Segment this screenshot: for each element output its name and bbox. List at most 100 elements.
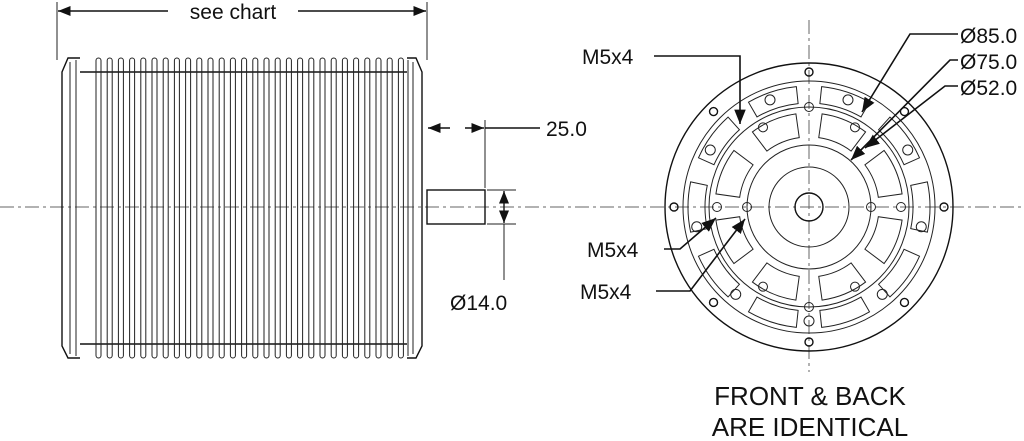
- inner-slot: [715, 149, 754, 198]
- m5-hole: [730, 288, 742, 300]
- note-line-2: ARE IDENTICAL: [712, 412, 909, 441]
- mounting-hole: [804, 67, 814, 77]
- cooling-fin: [252, 57, 259, 359]
- outer-slot: [819, 86, 871, 118]
- hole-label-low: M5x4: [580, 281, 632, 304]
- m5-hole-inner: [712, 202, 722, 212]
- m5-hole-vertical: [804, 102, 814, 112]
- cooling-fin: [375, 57, 382, 359]
- inner-slot: [818, 262, 867, 301]
- outer-slot: [877, 248, 921, 298]
- m5-hole-hub: [866, 202, 876, 212]
- outer-slot: [747, 86, 799, 118]
- m5-hole-inner: [896, 202, 906, 212]
- hole-label-mid: M5x4: [587, 239, 639, 262]
- outer-slot: [819, 296, 871, 328]
- diameter-middle-leader: [850, 59, 958, 161]
- m5-hole-vertical: [804, 302, 814, 312]
- outer-slot: [747, 296, 799, 328]
- inner-slot: [864, 216, 903, 265]
- inner-slot: [751, 113, 800, 152]
- note-line-1: FRONT & BACK: [714, 381, 906, 411]
- diameter-52-circle: [746, 144, 872, 270]
- cooling-fin: [229, 57, 236, 359]
- cooling-fins: [95, 57, 404, 359]
- m5-hole: [704, 144, 716, 156]
- cooling-fin: [95, 57, 102, 359]
- side-view: see chart 25.0 Ø14.0: [56, 1, 587, 359]
- inner-slot: [864, 149, 903, 198]
- cooling-fin: [386, 57, 393, 359]
- m5-hole-inner: [758, 281, 768, 292]
- cooling-fin: [106, 57, 113, 359]
- diameter-75-circle: [708, 106, 910, 308]
- length-label: see chart: [190, 1, 277, 24]
- shaft-diameter-label: Ø14.0: [450, 292, 507, 315]
- cooling-fin: [185, 57, 192, 359]
- cooling-fin: [151, 57, 158, 359]
- cooling-fin: [218, 57, 225, 359]
- diameter-middle-label: Ø75.0: [960, 51, 1017, 74]
- cooling-fin: [274, 57, 281, 359]
- outer-slot: [697, 116, 741, 166]
- hole-leader-mid: [664, 217, 717, 250]
- shaft-hole-circle: [794, 192, 824, 222]
- m5-hole: [764, 94, 776, 106]
- hole-leader-top: [654, 55, 746, 124]
- shaft-length-label: 25.0: [546, 118, 587, 141]
- shaft: [426, 189, 486, 225]
- hole-leader-low: [656, 218, 746, 292]
- cooling-fin: [397, 57, 404, 359]
- cooling-fin: [196, 57, 203, 359]
- cooling-fin: [162, 57, 169, 359]
- m5-hole-hub: [742, 202, 752, 212]
- hub-ring-circle: [768, 166, 850, 248]
- diameter-outer-leader: [861, 33, 958, 113]
- m5-hole: [876, 288, 888, 300]
- cooling-fin: [140, 57, 147, 359]
- right-end-cap: [407, 57, 423, 359]
- hole-label-top: M5x4: [582, 46, 634, 69]
- diameter-85-circle: [682, 80, 936, 334]
- m5-hole-inner: [850, 281, 860, 292]
- outer-slot: [877, 116, 921, 166]
- m5-hole: [691, 221, 703, 233]
- cooling-fin: [263, 57, 270, 359]
- m5-hole: [842, 94, 854, 106]
- left-end-cap: [61, 57, 80, 359]
- diameter-inner-label: Ø52.0: [960, 77, 1017, 100]
- cooling-fin: [308, 57, 315, 359]
- mounting-hole: [939, 202, 949, 212]
- m5-hole: [915, 221, 927, 233]
- cooling-fin: [285, 57, 292, 359]
- m5-hole-inner: [758, 122, 768, 133]
- mounting-hole: [804, 337, 814, 347]
- cooling-fin: [319, 57, 326, 359]
- cooling-fin: [117, 57, 124, 359]
- outer-slot: [910, 181, 931, 233]
- m5-hole: [902, 144, 914, 156]
- mounting-hole: [899, 106, 910, 117]
- front-view: M5x4 M5x4 M5x4 Ø85.0 Ø75.0 Ø52.0 FRONT &…: [580, 20, 1017, 441]
- mounting-hole: [708, 106, 719, 117]
- cooling-fin: [207, 57, 214, 359]
- inner-slot: [751, 262, 800, 301]
- mounting-hole: [669, 202, 679, 212]
- m5-hole: [803, 315, 815, 327]
- outer-flange-circle: [664, 62, 954, 352]
- inner-slot: [818, 113, 867, 152]
- cooling-fin: [364, 57, 371, 359]
- diameter-inner-leader: [864, 85, 958, 149]
- mounting-hole: [899, 297, 910, 308]
- cooling-fin: [353, 57, 360, 359]
- outer-slot: [697, 248, 741, 298]
- mounting-hole: [708, 297, 719, 308]
- cooling-fin: [129, 57, 136, 359]
- m5-hole-inner: [850, 122, 860, 133]
- diameter-outer-label: Ø85.0: [960, 25, 1017, 48]
- cooling-fin: [341, 57, 348, 359]
- cooling-fin: [173, 57, 180, 359]
- cooling-fin: [241, 57, 248, 359]
- cooling-fin: [330, 57, 337, 359]
